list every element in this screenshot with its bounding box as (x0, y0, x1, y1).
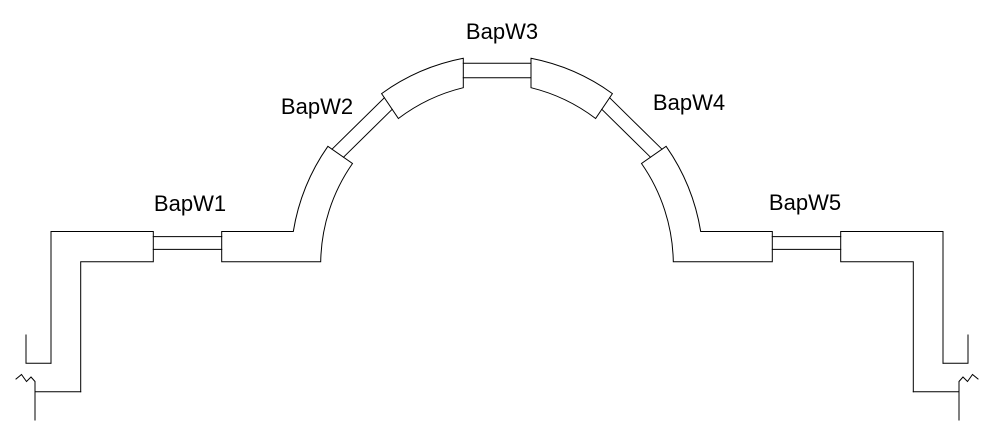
segment-upper-right (530, 57, 614, 120)
left-wall-corner-segment (50, 231, 154, 393)
joint-bapw3-connector (462, 62, 532, 79)
segment-left-springer (221, 145, 354, 263)
label-bapw2: BapW2 (281, 94, 353, 119)
joint-bapw1-connector (152, 236, 223, 250)
arch-outline-group (15, 57, 979, 421)
label-bapw4: BapW4 (653, 90, 725, 115)
left-break-symbol (15, 334, 82, 421)
joint-bapw4-connector (601, 96, 663, 158)
segment-right-springer (640, 145, 773, 263)
right-break-symbol (912, 334, 979, 421)
right-wall-corner-segment (840, 231, 944, 393)
joint-bapw5-connector (771, 236, 842, 250)
segment-upper-left (380, 57, 464, 120)
label-bapw3: BapW3 (466, 19, 538, 44)
joint-bapw2-connector (331, 96, 393, 158)
label-bapw5: BapW5 (769, 190, 841, 215)
joint-labels-group: BapW1 BapW2 BapW3 BapW4 BapW5 (154, 19, 841, 216)
label-bapw1: BapW1 (154, 191, 226, 216)
